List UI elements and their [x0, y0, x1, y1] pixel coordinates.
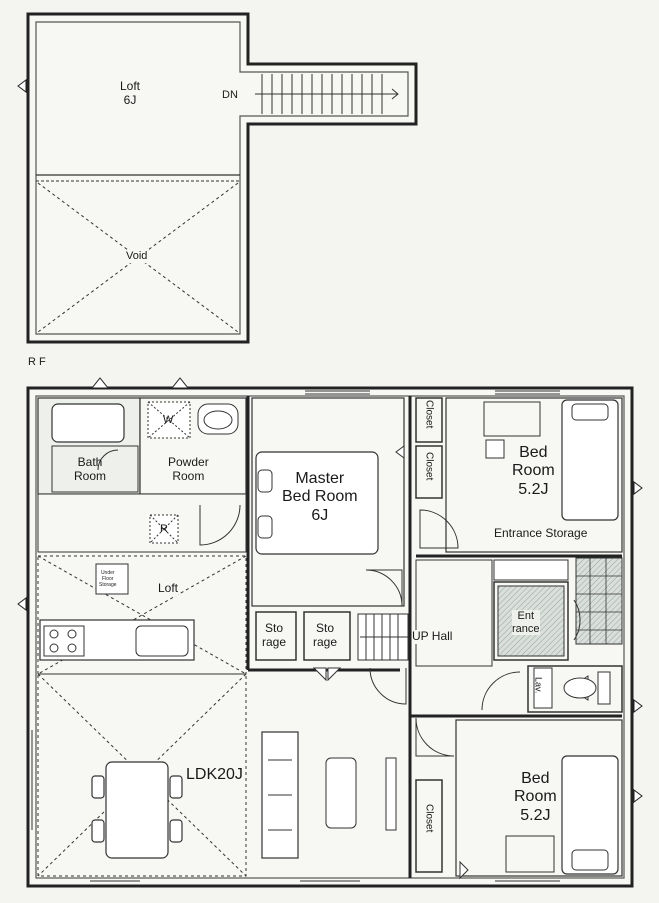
under-word: Under	[100, 570, 115, 576]
under-floor-storage-label: Under Floor Storage	[99, 570, 117, 588]
master-bed-room-word: Bed Room	[282, 488, 358, 506]
storage-1	[255, 611, 297, 661]
floor-label: RF	[28, 356, 49, 368]
washer-mark: W	[163, 414, 174, 426]
stair-down-label: DN	[222, 89, 238, 101]
storage-1-line2: rage	[262, 634, 287, 649]
hall-label: UP Hall	[412, 629, 453, 644]
loft-label: Loft 6J	[120, 79, 141, 108]
bed-room-bottom-size: 5.2J	[520, 806, 551, 824]
bath-room-word: Room	[74, 468, 107, 483]
storage-2-line1: Sto	[316, 621, 335, 635]
ent-word: Ent	[517, 610, 535, 622]
powder-room-word: Room	[172, 468, 205, 483]
upper-floor-inner-wall	[35, 21, 409, 335]
closet-top-1	[415, 397, 443, 443]
loft-name: Loft	[120, 79, 141, 93]
closet-top-2	[415, 445, 443, 499]
hall	[415, 559, 493, 667]
main-loft	[37, 555, 247, 675]
entrance-storage-label: Entrance Storage	[494, 526, 588, 541]
bed-room-bottom-label: Bed Room 5.2J	[514, 770, 557, 825]
storage-1-line1: Sto	[265, 621, 284, 635]
floor-word: Floor	[102, 576, 114, 582]
bed-room-top-label: Bed Room 5.2J	[512, 444, 555, 499]
closet-label-3: Closet	[423, 804, 435, 833]
upper-floor-outline	[26, 12, 418, 344]
main-floor	[17, 377, 643, 888]
window-marker-icons	[17, 377, 643, 803]
window-marker-icon	[17, 79, 27, 93]
closet-bottom	[415, 779, 443, 873]
upper-floor	[17, 12, 418, 344]
shoe-storage	[575, 557, 623, 645]
dining-table-icon	[91, 761, 183, 859]
room-word-top: Room	[512, 462, 555, 480]
master-bed-room-label: Master Bed Room 6J	[282, 470, 358, 525]
storage-label-1: Sto rage	[262, 621, 287, 650]
closet-label-2: Closet	[423, 452, 435, 481]
closet-label-1: Closet	[423, 400, 435, 429]
ldk-label: LDK20J	[186, 766, 243, 785]
bath-word: Bath	[77, 455, 103, 469]
storage-word: Storage	[99, 582, 117, 588]
hall-stairs	[357, 613, 409, 661]
bath-room-label: Bath Room	[74, 455, 107, 484]
main-loft-label: Loft	[158, 581, 179, 596]
void-label: Void	[126, 250, 148, 263]
powder-room-label: Powder Room	[168, 455, 209, 484]
bed-room-top-size: 5.2J	[518, 480, 549, 498]
room-word-bottom: Room	[514, 788, 557, 806]
rance-word: rance	[512, 622, 540, 635]
entrance-label: Ent rance	[512, 610, 540, 636]
master-size: 6J	[311, 506, 329, 524]
loft-stairs	[255, 74, 399, 114]
storage-2-line2: rage	[313, 634, 338, 649]
powder-word: Powder	[168, 455, 209, 469]
storage-label-2: Sto rage	[313, 621, 338, 650]
bed-word-top: Bed	[519, 444, 548, 461]
refrigerator-mark: R	[160, 523, 168, 535]
bed-word-bottom: Bed	[521, 770, 550, 787]
master-word: Master	[295, 470, 345, 487]
storage-2	[303, 611, 351, 661]
loft-size: 6J	[123, 92, 137, 107]
lavatory-label: Lav.	[533, 677, 544, 694]
